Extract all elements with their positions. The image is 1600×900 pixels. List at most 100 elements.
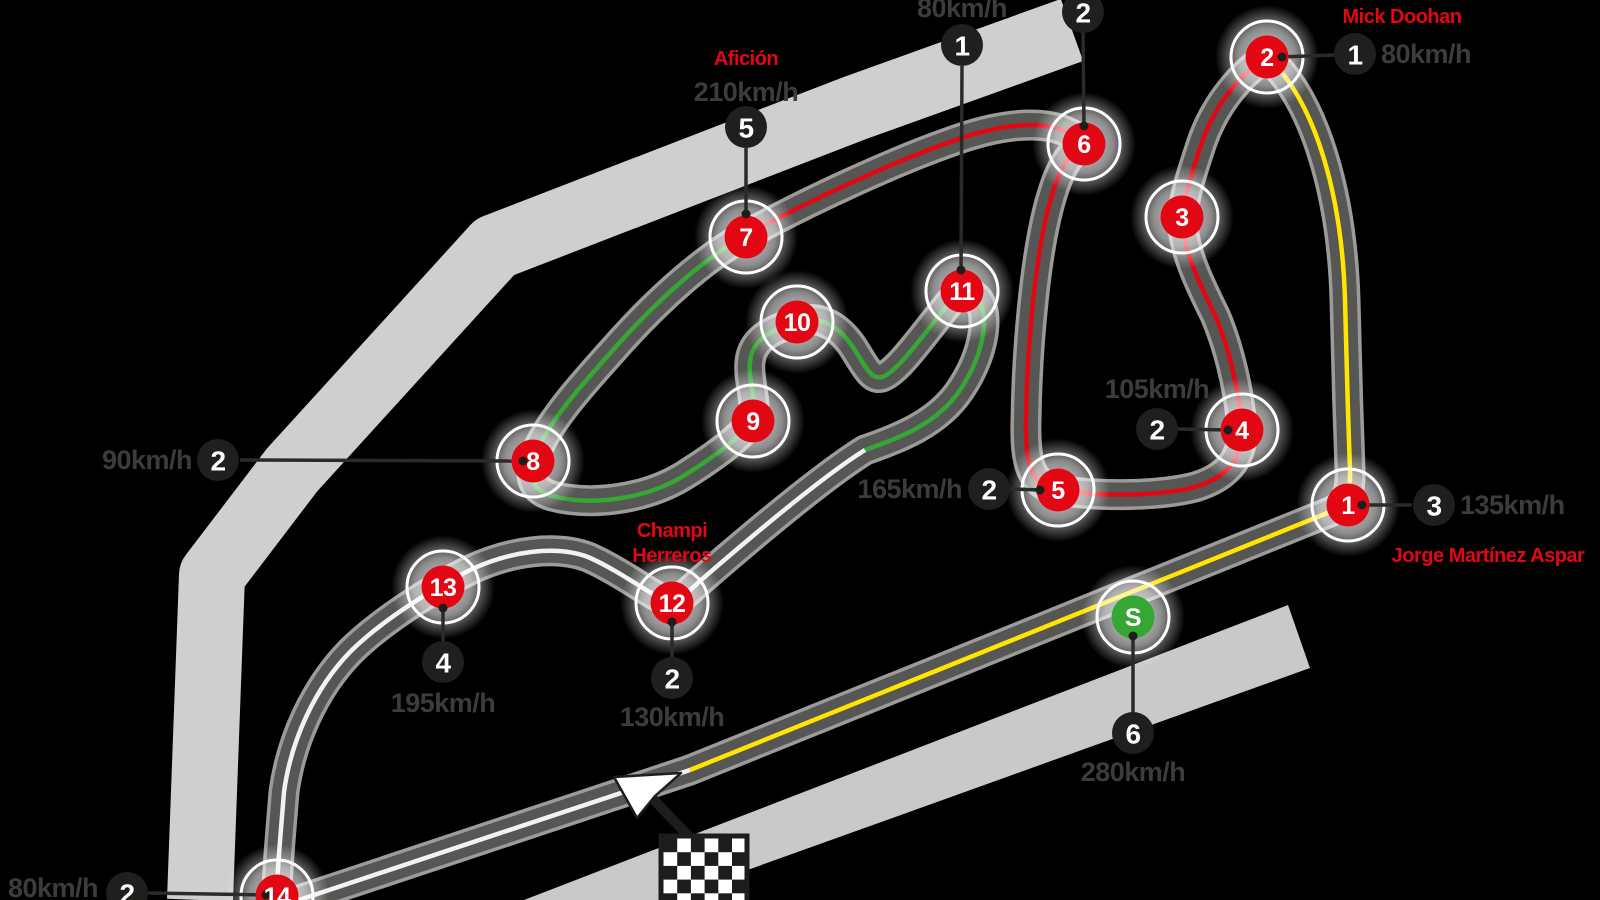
turn-2-number: 2 [1260,44,1273,72]
turn-12-corner-name: Champi [637,520,707,542]
turn-7-gear-circle [725,106,767,148]
turn-11-connector-line [959,65,964,273]
turn-2-marker [1245,35,1289,79]
checkered-flag-icon [658,833,750,900]
turn-5-speed-label: 165km/h [857,474,962,504]
turn-14-connector-line [147,891,269,897]
turn-1-gear-number: 3 [1426,491,1441,522]
turn-1-gear-circle [1413,484,1455,526]
turn-14-number: 14 [264,883,291,900]
start-marker [1111,595,1155,639]
turn-12-speed-label: 130km/h [620,702,725,732]
flag-square [718,838,732,853]
start-gear-number: 6 [1125,719,1140,750]
turn-12-gear-number: 2 [664,664,679,695]
flag-square [732,879,746,894]
turn-10-marker [775,300,819,344]
turn-2-connector-line [1279,53,1335,59]
flag-square [663,893,678,900]
turn-1-marker [1326,483,1370,527]
turn-7-connector-dot [741,209,751,219]
turn-13-marker [421,565,465,609]
turn-11-connector-dot [956,265,966,275]
turn-3-marker [1160,195,1204,239]
turn-2-corner-name: Mick Doohan [1343,6,1462,28]
turn-6-number: 6 [1077,131,1090,159]
turn-10-number: 10 [784,309,811,337]
turn-8-marker [511,439,555,483]
flag-square [663,838,678,853]
turn-14-halo [225,844,329,900]
turn-8-connector-line [239,458,526,463]
turn-11-gear-number: 1 [954,31,969,62]
turn-4-gear-number: 2 [1149,415,1164,446]
turn-5-marker [1036,468,1080,512]
service-road-band [167,0,1084,900]
flag-square [732,852,746,866]
turn-4-connector-dot [1223,425,1233,435]
turn-2-gear-number: 1 [1347,40,1362,71]
turn-11-gear-circle [941,24,983,66]
turn-13-number: 13 [430,574,457,602]
direction-arrow-icon [612,771,683,820]
turn-12-marker [650,581,694,625]
turn-4-speed-label: 105km/h [1105,374,1210,404]
start-speed-label: 280km/h [1081,757,1186,787]
turn-6-gear-number: 2 [1075,0,1090,29]
flag-square [704,879,719,894]
flag-square [718,893,732,900]
turn-2-gear-circle [1334,33,1376,75]
turn-6-connector-dot [1079,121,1089,131]
turn-14-gear-number: 2 [119,879,134,900]
pit-lane-band [524,605,1310,900]
flag-square [690,865,705,880]
turn-10-ring [759,284,835,360]
turn-14-gear-circle [106,872,148,900]
turn-8-gear-number: 2 [210,446,225,477]
turn-14-speed-label: 80km/h [8,873,98,900]
turn-9-ring [715,383,791,459]
flag-square [690,838,705,853]
flag-square [704,852,719,866]
turn-1-number: 1 [1341,492,1355,520]
turn-5-connector-dot [1035,485,1045,495]
turn-11-speed-label: 80km/h [917,0,1007,23]
turn-7-gear-number: 5 [738,113,753,144]
turn-4-gear-circle [1136,408,1178,450]
turn-4-connector-line [1177,427,1229,432]
turn-6-gear-circle [1062,0,1104,33]
turn-13-gear-circle [422,641,464,683]
turn-2-connector-dot [1277,52,1287,62]
turn-7-number: 7 [739,224,752,252]
turn-7-corner-name: Afición [714,48,778,70]
turn-12-gear-circle [651,657,693,699]
turn-6-marker [1062,122,1106,166]
turn-4-marker [1220,408,1264,452]
finish-line-group [612,771,750,900]
turn-6-connector-line [1081,29,1086,127]
turn-14-connector-dot [261,890,271,900]
turn-3-ring [1144,179,1220,255]
turn-9-number: 9 [746,408,759,436]
turn-9-marker [731,399,775,443]
flag-square [690,893,705,900]
turn-11-marker [940,269,984,313]
turn-8-connector-dot [518,456,528,466]
start-connector-dot [1128,631,1138,641]
turn-1-speed-label: 135km/h [1460,490,1565,520]
flag-square [677,852,691,866]
turn-13-speed-label: 195km/h [391,688,496,718]
turn-1-connector-dot [1357,500,1367,510]
turn-5-gear-circle [968,468,1010,510]
turn-4-number: 4 [1235,417,1249,445]
turn-8-speed-label: 90km/h [102,445,192,475]
turn-12-corner-name: Herreros [632,545,712,567]
turn-8-gear-circle [197,439,239,481]
turn-13-gear-number: 4 [435,648,451,679]
flag-square [718,865,732,880]
turn-3-number: 3 [1175,204,1188,232]
turn-12-connector-dot [667,617,677,627]
